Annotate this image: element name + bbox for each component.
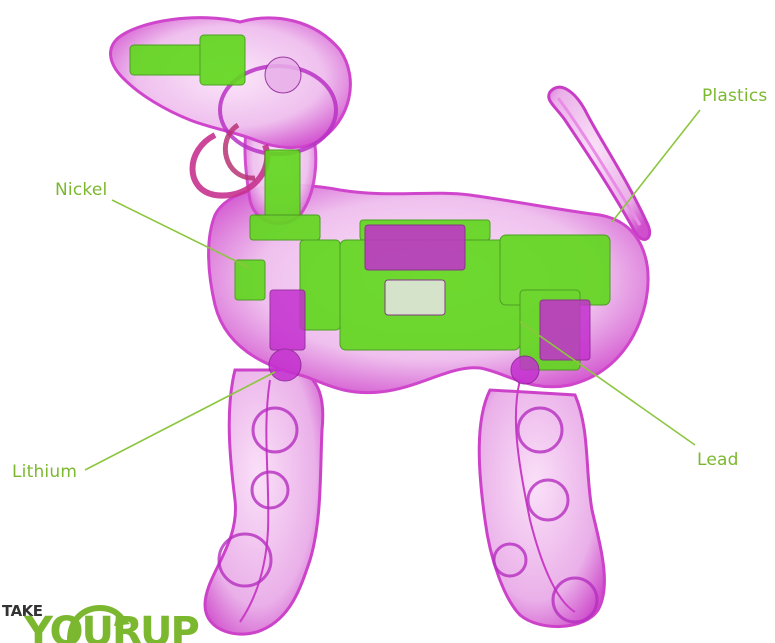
label-plastics: Plastics [702,86,767,106]
take-your-logo: TAKE YOUR UP [0,600,240,643]
leader-plastics [612,110,700,222]
back-legs [479,380,604,626]
label-lithium: Lithium [12,462,77,482]
logo-tail-text: UP [140,612,198,643]
label-lead: Lead [697,450,739,470]
label-nickel: Nickel [55,180,107,200]
recycle-arrow-icon [60,600,130,643]
